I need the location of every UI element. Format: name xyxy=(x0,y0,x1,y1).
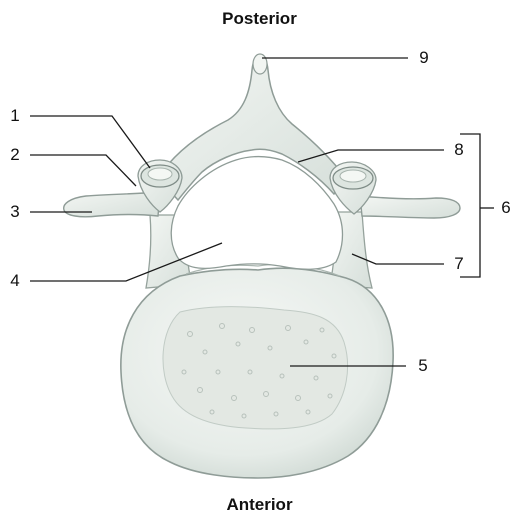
label-1: 1 xyxy=(5,106,25,126)
label-4: 4 xyxy=(5,271,25,291)
leader-line-2 xyxy=(30,155,136,186)
left-facet-surface xyxy=(148,168,172,180)
spongy-bone-area xyxy=(163,307,348,429)
leader-line-1 xyxy=(30,116,150,168)
label-2: 2 xyxy=(5,145,25,165)
posterior-heading: Posterior xyxy=(0,9,519,29)
spinous-process-tip xyxy=(253,54,267,74)
label-8: 8 xyxy=(449,140,469,160)
label-6: 6 xyxy=(496,198,516,218)
right-facet-surface xyxy=(340,170,366,182)
anterior-heading: Anterior xyxy=(0,495,519,515)
label-5: 5 xyxy=(413,356,433,376)
label-7: 7 xyxy=(449,254,469,274)
right-transverse-process xyxy=(360,196,460,218)
label-3: 3 xyxy=(5,202,25,222)
label-9: 9 xyxy=(414,48,434,68)
